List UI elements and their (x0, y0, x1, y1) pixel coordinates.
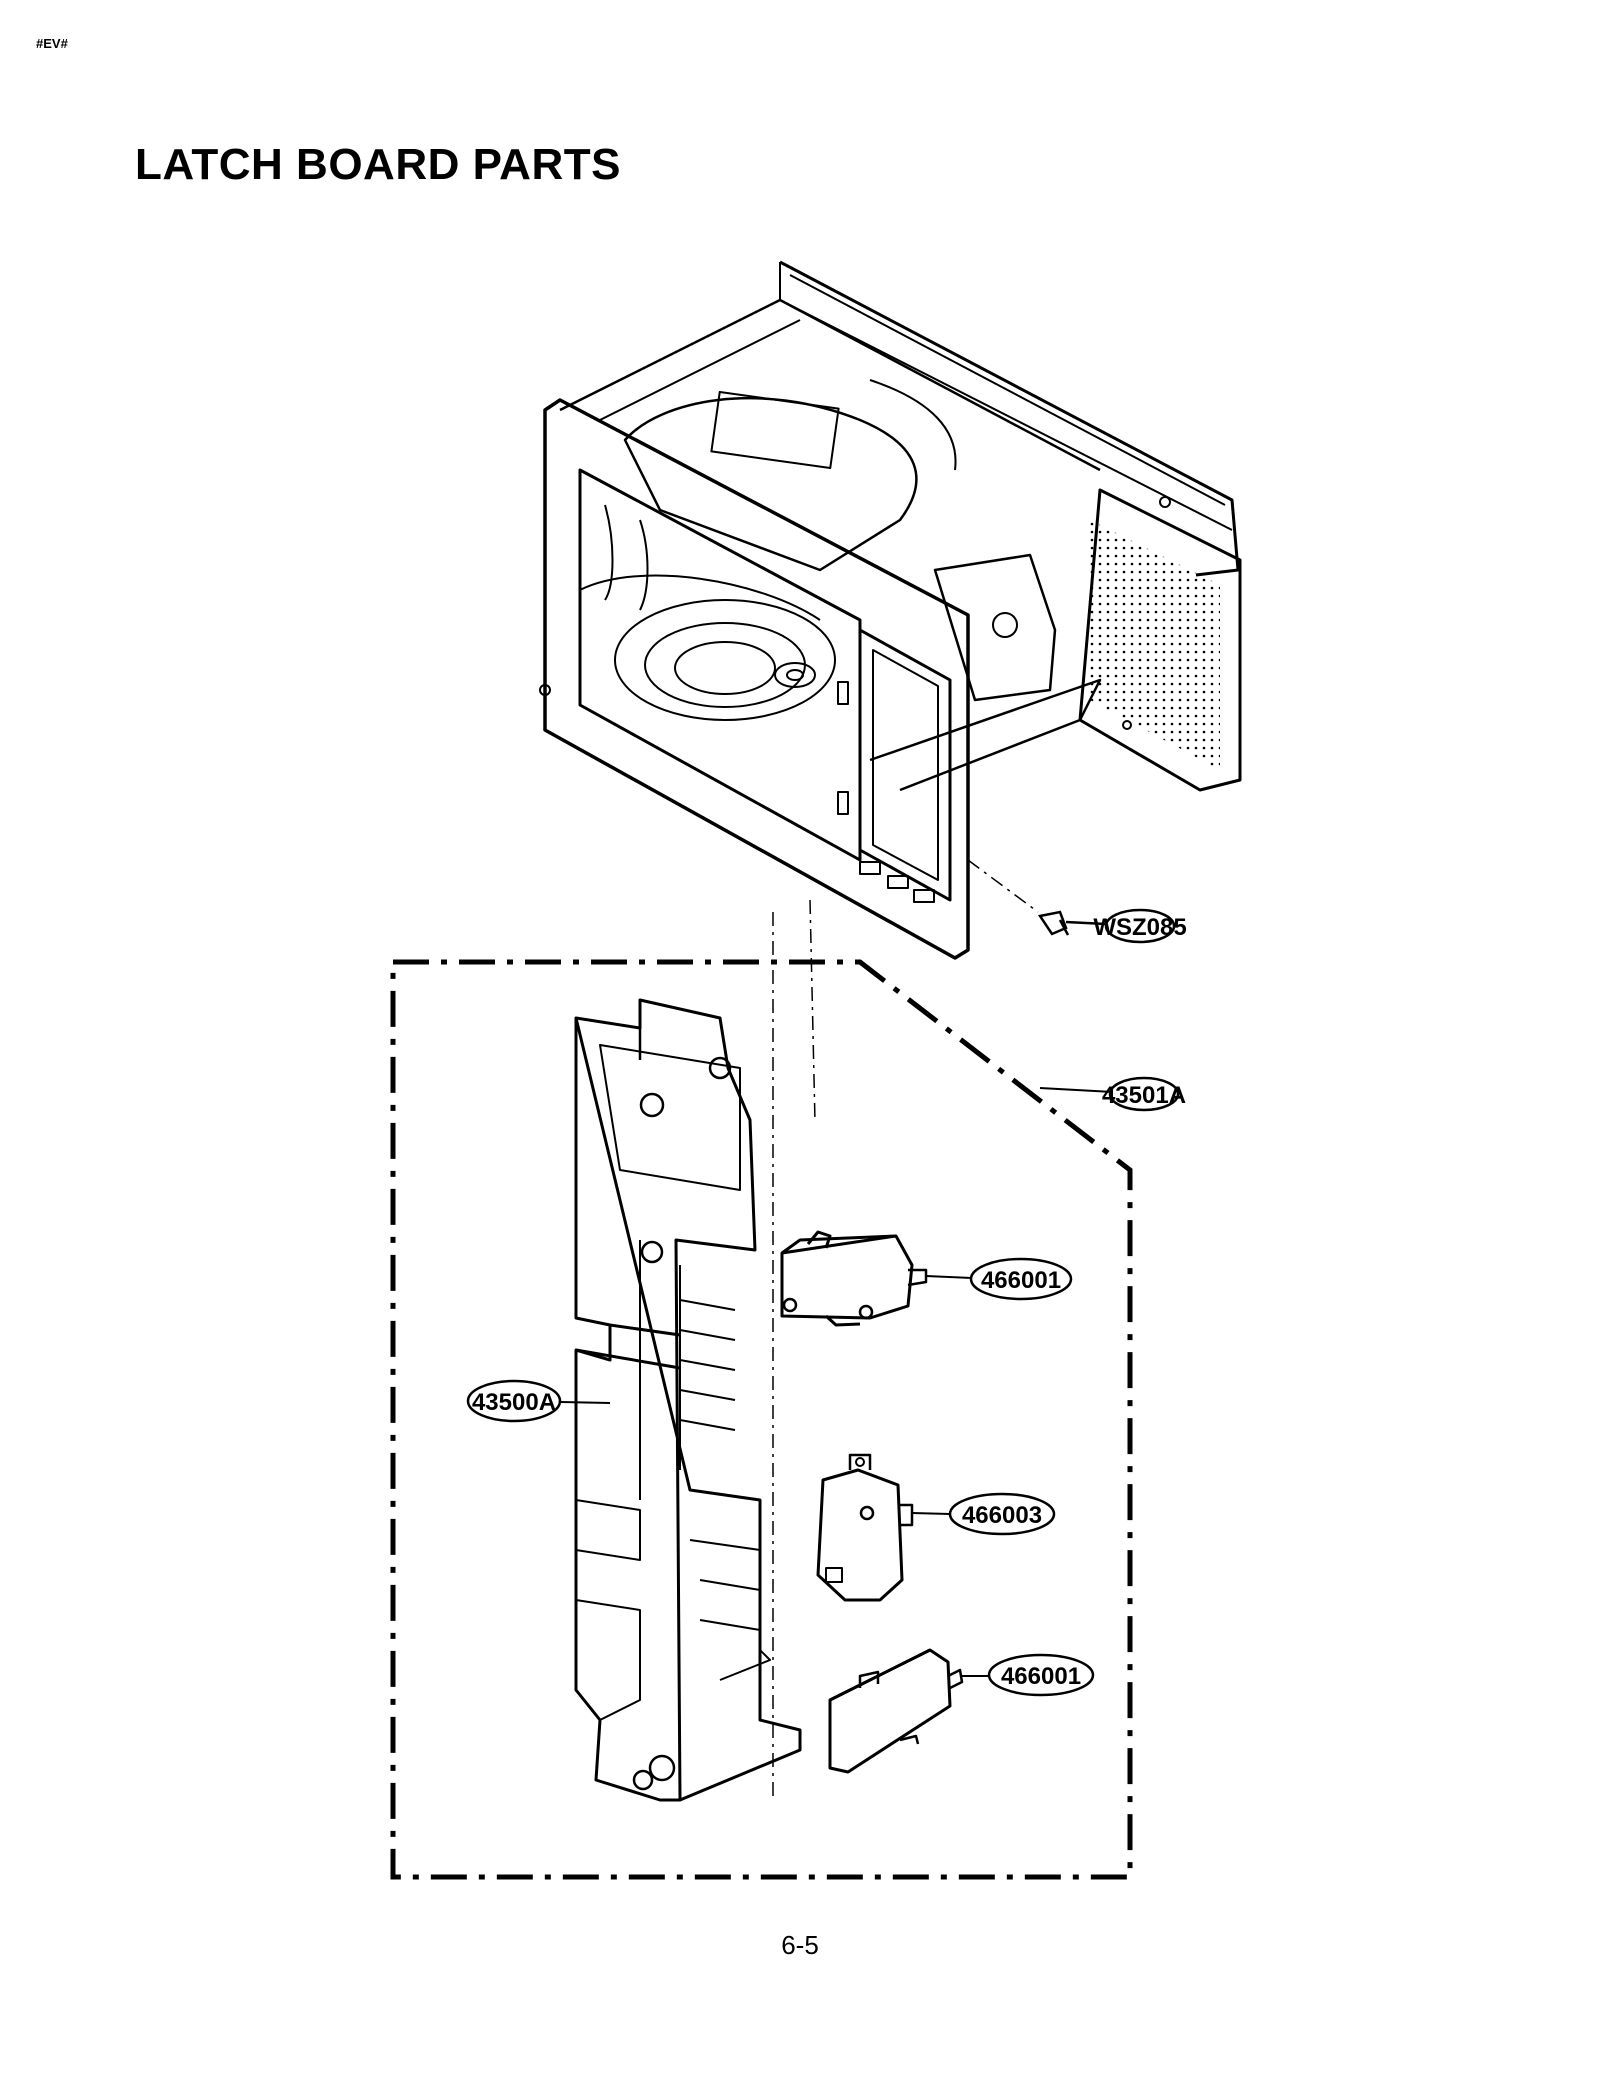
assembly-boundary (390, 959, 1133, 1880)
callout-label-assembly: 43501A (1102, 1082, 1186, 1109)
callout-label-latch-board: 43500A (472, 1389, 556, 1416)
microwave-cavity (539, 260, 1242, 960)
callout-466001-bottom: 466001 (962, 1653, 1095, 1697)
page-title: LATCH BOARD PARTS (135, 140, 621, 189)
screw-part (1037, 910, 1107, 936)
callout-label-switch-bottom: 466001 (1001, 1663, 1081, 1690)
screw-leader-line (967, 859, 1039, 913)
callout-466001-top: 466001 (925, 1257, 1073, 1301)
projection-line-right (809, 899, 816, 1123)
latch-board (574, 998, 802, 1802)
callout-label-switch-middle: 466003 (962, 1502, 1042, 1529)
callout-wsz085: WSZ085 (1093, 908, 1187, 944)
callout-466003: 466003 (911, 1492, 1056, 1536)
page-number: 6-5 (781, 1930, 819, 1960)
callout-43501a: 43501A (1039, 1076, 1186, 1112)
callout-label-switch-top: 466001 (981, 1267, 1061, 1294)
document-id: #EV# (36, 36, 68, 51)
micro-switch-middle (816, 1453, 914, 1602)
callout-43500a: 43500A (466, 1379, 611, 1423)
callout-label-screw: WSZ085 (1093, 914, 1186, 941)
micro-switch-bottom (828, 1648, 964, 1774)
micro-switch-top (780, 1230, 928, 1327)
